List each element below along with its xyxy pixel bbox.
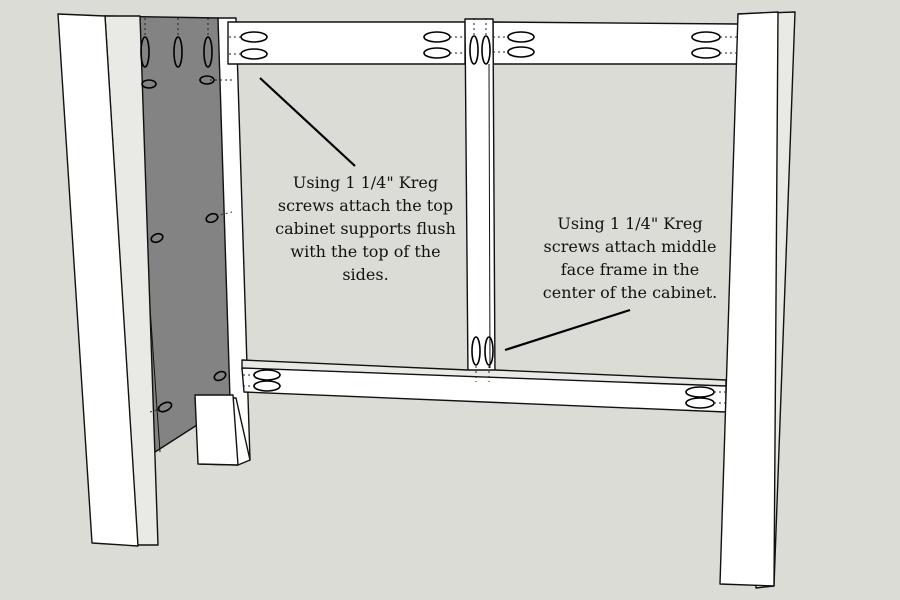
left-front-leg (57, 13, 139, 547)
screw-path (149, 408, 161, 413)
right-front-leg (719, 11, 779, 587)
callout-top-supports: Using 1 1/4" Kreg screws attach the top … (275, 173, 456, 284)
pocket-hole (469, 35, 479, 65)
pocket-hole (199, 75, 215, 85)
pocket-hole (507, 31, 535, 43)
pocket-hole (140, 36, 150, 68)
leader-line-middle-frame (504, 308, 631, 352)
pocket-hole (484, 336, 494, 366)
callout-middle-frame: Using 1 1/4" Kreg screws attach middle f… (542, 214, 718, 302)
pocket-hole (213, 370, 227, 382)
pocket-hole (481, 35, 491, 65)
pocket-hole (471, 336, 481, 366)
pocket-hole (150, 232, 164, 244)
left-back-leg-front (194, 394, 239, 466)
pocket-hole (507, 46, 535, 58)
pocket-hole (203, 36, 213, 68)
pocket-hole (157, 401, 173, 413)
leader-line-top-supports (259, 77, 356, 167)
pocket-hole (141, 79, 157, 89)
middle-stile-edge (488, 63, 491, 369)
pocket-hole (173, 36, 183, 68)
